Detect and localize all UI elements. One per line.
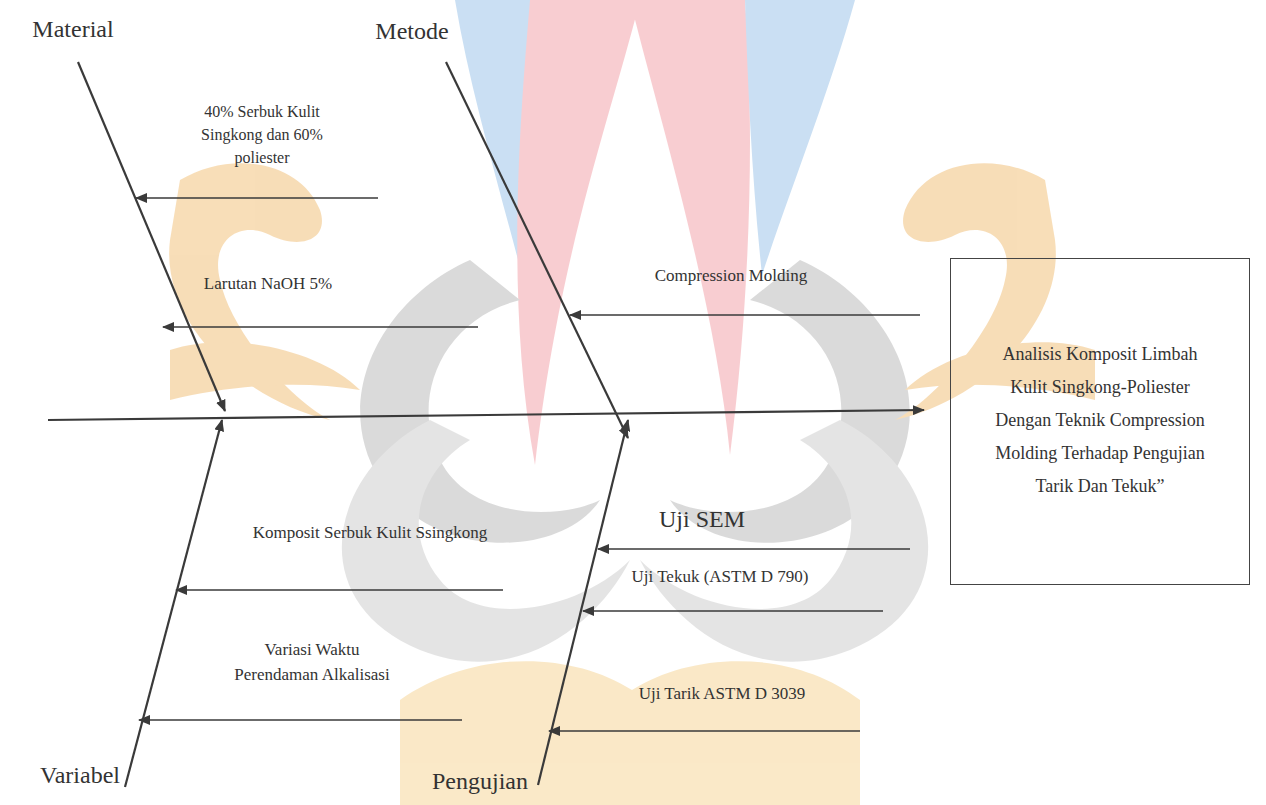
- cause-label: Komposit Serbuk Kulit Ssingkong: [250, 521, 490, 546]
- category-label: Variabel: [15, 758, 145, 793]
- cause-label: 40% Serbuk Kulit Singkong dan 60% polies…: [177, 100, 347, 170]
- effect-box: Analisis Komposit Limbah Kulit Singkong-…: [950, 258, 1250, 585]
- cause-label: Uji Tekuk (ASTM D 790): [590, 565, 850, 590]
- spine-arrow: [48, 410, 924, 420]
- cause-label: Uji SEM: [622, 502, 782, 537]
- category-label: Material: [13, 12, 133, 47]
- cause-label: Variasi Waktu Perendaman Alkalisasi: [232, 638, 392, 687]
- category-label: Metode: [352, 14, 472, 49]
- cause-arrow: [163, 326, 478, 328]
- cause-arrow: [549, 730, 860, 732]
- category-label: Pengujian: [410, 764, 550, 799]
- cause-arrow: [176, 589, 503, 591]
- material-bone: [78, 62, 225, 411]
- cause-arrow: [598, 548, 910, 550]
- variabel-bone: [125, 420, 222, 787]
- cause-label: Uji Tarik ASTM D 3039: [592, 682, 852, 707]
- cause-arrow: [136, 197, 378, 199]
- cause-arrow: [583, 610, 883, 612]
- cause-label: Larutan NaOH 5%: [168, 272, 368, 297]
- metode-bone: [446, 62, 628, 438]
- cause-label: Compression Molding: [616, 264, 846, 289]
- effect-text: Analisis Komposit Limbah Kulit Singkong-…: [993, 338, 1208, 503]
- cause-arrow: [139, 719, 462, 721]
- cause-arrow: [570, 314, 920, 316]
